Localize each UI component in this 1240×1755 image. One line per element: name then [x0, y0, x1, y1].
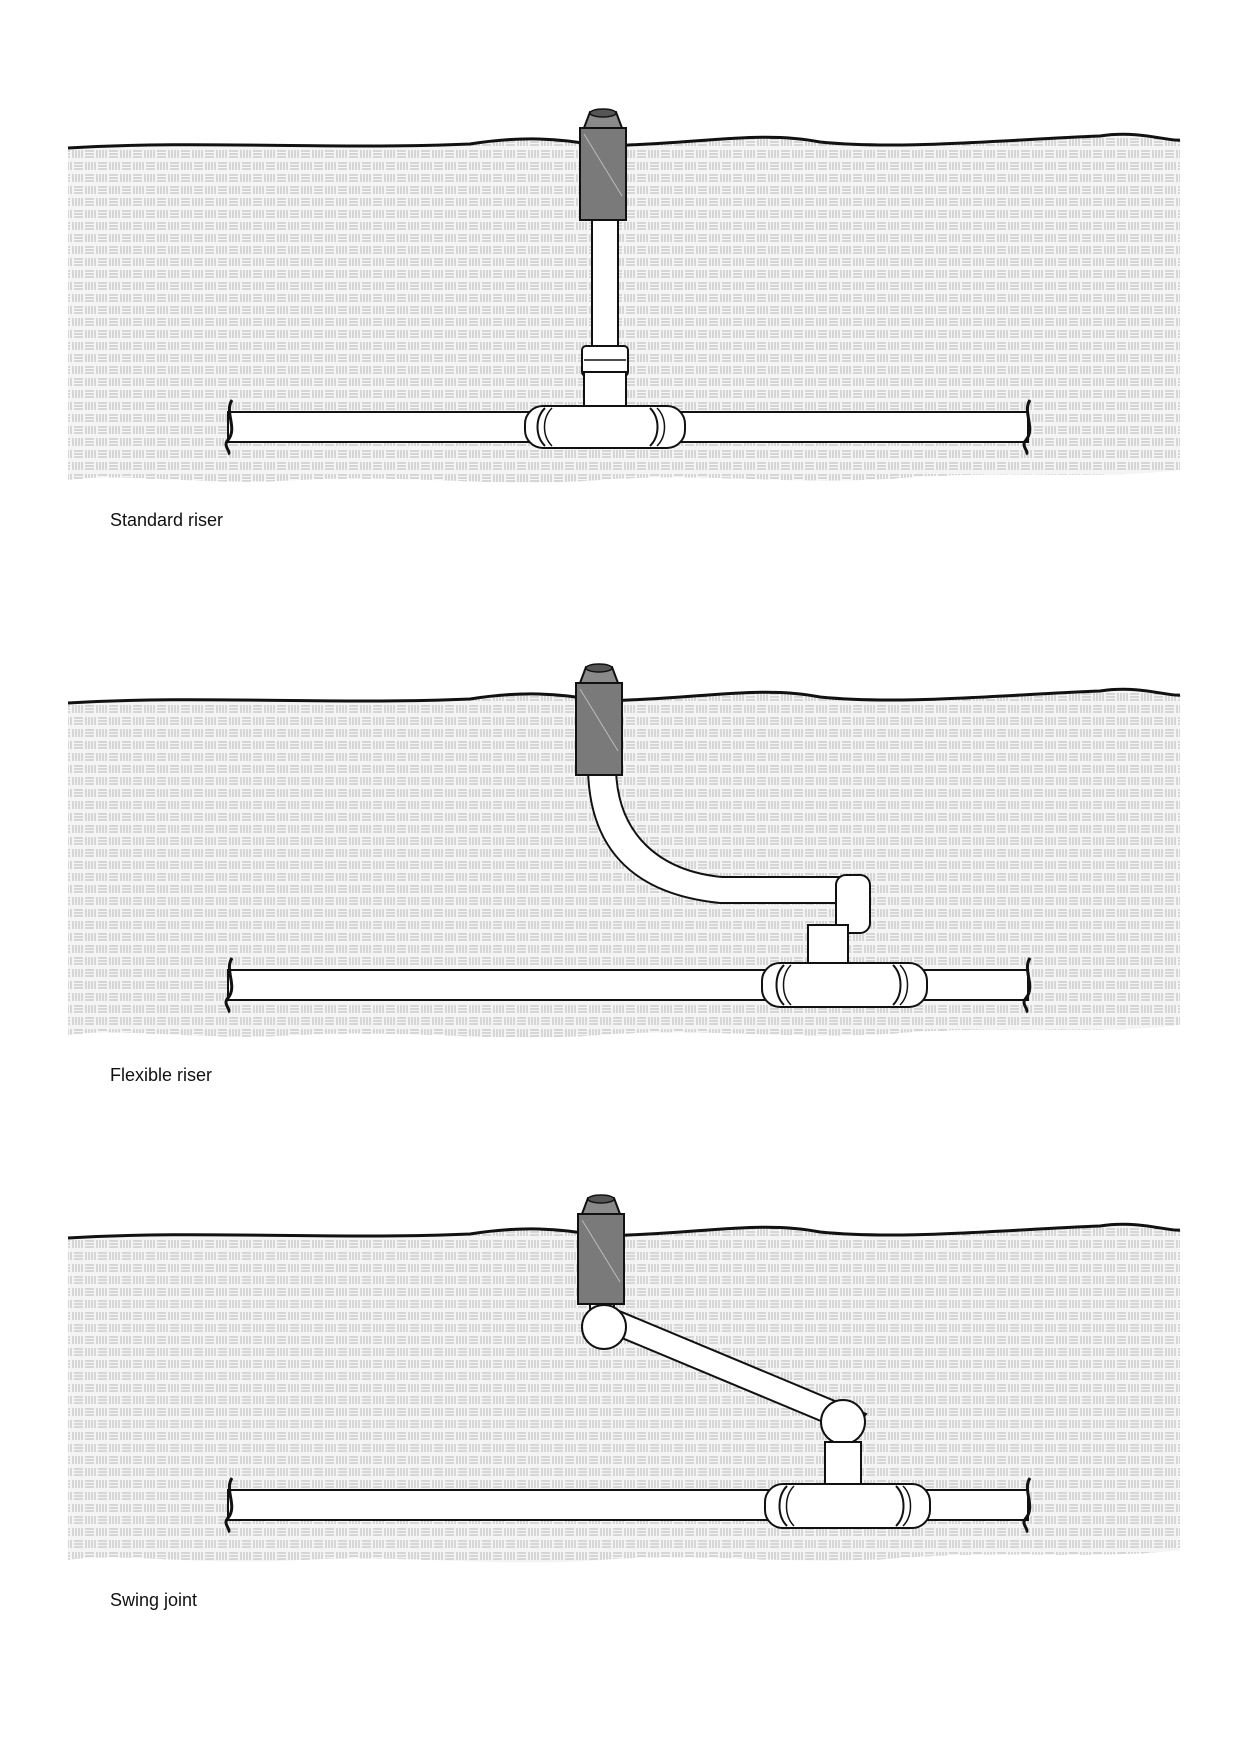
pipe-break-right [1022, 1477, 1032, 1534]
soil-body [68, 1224, 1180, 1563]
soil-body [68, 134, 1180, 483]
sprinkler-head-icon [575, 663, 623, 776]
tee-fitting-icon [764, 1441, 931, 1529]
pipe-break-left [224, 399, 234, 456]
pipe-break-right [1022, 957, 1032, 1014]
riser-pipe [591, 214, 619, 356]
ground-line [67, 687, 1181, 705]
standard-riser-diagram [67, 108, 1181, 483]
flexible-riser-diagram [67, 663, 1181, 1038]
flexible-riser-panel: Flexible riser [0, 655, 1240, 1085]
caption-swing-joint: Swing joint [110, 1590, 198, 1610]
swing-joint-diagram [67, 1194, 1181, 1563]
tee-fitting-icon [524, 371, 686, 449]
ground-line [67, 1222, 1181, 1240]
swing-joint-panel: Swing joint [0, 1190, 1240, 1610]
pipe-break-left [224, 1477, 234, 1534]
sprinkler-head-icon [579, 108, 627, 221]
tee-fitting-icon [761, 924, 928, 1008]
sprinkler-head-icon [577, 1194, 625, 1305]
swing-elbow-upper [581, 1304, 627, 1350]
ground-line [67, 132, 1181, 150]
standard-riser-panel: Standard riser [0, 100, 1240, 530]
pipe-break-left [224, 957, 234, 1014]
caption-standard-riser: Standard riser [110, 510, 224, 530]
pipe-break-right [1022, 399, 1032, 456]
elbow-fitting [835, 874, 871, 934]
caption-flexible-riser: Flexible riser [110, 1065, 213, 1085]
swing-elbow-lower [820, 1399, 866, 1445]
